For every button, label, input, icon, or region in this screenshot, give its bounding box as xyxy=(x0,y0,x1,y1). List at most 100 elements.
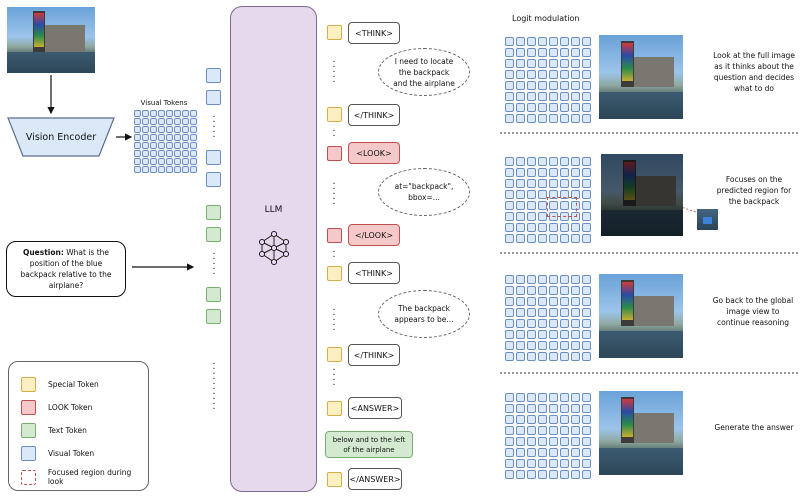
visual-token-cell xyxy=(571,297,580,306)
visual-token-cell xyxy=(560,157,569,166)
question-text: What is the position of the blue backpac… xyxy=(20,248,112,290)
step1-image xyxy=(599,35,683,119)
visual-token-cell xyxy=(134,110,141,117)
visual-token-cell xyxy=(538,212,547,221)
legend-text: Text Token xyxy=(21,423,87,438)
visual-token-cell xyxy=(571,275,580,284)
special-token xyxy=(327,266,342,281)
visual-token-cell xyxy=(505,92,514,101)
visual-token-cell xyxy=(560,415,569,424)
visual-token-cell xyxy=(560,308,569,317)
visual-token-cell xyxy=(166,158,173,165)
visual-token-cell xyxy=(538,470,547,479)
special-token xyxy=(327,25,342,40)
visual-token-cell xyxy=(549,157,558,166)
visual-token-cell xyxy=(582,179,591,188)
visual-token-cell xyxy=(549,426,558,435)
visual-token-cell xyxy=(182,134,189,141)
visual-token-cell xyxy=(582,212,591,221)
visual-token-cell xyxy=(538,70,547,79)
visual-token-cell xyxy=(582,157,591,166)
visual-token-cell xyxy=(560,179,569,188)
question-label: Question: xyxy=(22,248,64,257)
visual-token-cell xyxy=(549,341,558,350)
visual-token-cell xyxy=(538,308,547,317)
visual-token-cell xyxy=(505,48,514,57)
visual-token-cell xyxy=(571,448,580,457)
visual-token-cell xyxy=(571,190,580,199)
visual-token-cell xyxy=(538,201,547,210)
visual-token-cell xyxy=(190,134,197,141)
visual-token-cell xyxy=(582,286,591,295)
step4-description: Generate the answer xyxy=(714,423,794,432)
visual-token-cell xyxy=(582,234,591,243)
special-token xyxy=(327,347,342,362)
ellipsis: ····· xyxy=(332,179,336,210)
visual-token-cell xyxy=(190,110,197,117)
visual-token-cell xyxy=(527,234,536,243)
visual-token-cell xyxy=(560,70,569,79)
visual-token-cell xyxy=(182,158,189,165)
visual-token-cell xyxy=(516,415,525,424)
visual-token-cell xyxy=(549,286,558,295)
visual-token-cell xyxy=(582,81,591,90)
ellipsis: ····· xyxy=(332,57,336,88)
visual-token-cell xyxy=(505,319,514,328)
visual-token-cell xyxy=(166,134,173,141)
visual-token-cell xyxy=(158,158,165,165)
visual-token-cell xyxy=(134,126,141,133)
visual-token-cell xyxy=(516,201,525,210)
visual-token-cell xyxy=(549,48,558,57)
visual-token-cell xyxy=(516,212,525,221)
special-token xyxy=(327,107,342,122)
visual-token-cell xyxy=(538,286,547,295)
visual-token-cell xyxy=(174,134,181,141)
thought-bubble-2-text: at="backpack", bbox=... xyxy=(394,182,454,202)
visual-token-cell xyxy=(527,341,536,350)
visual-token-cell xyxy=(538,341,547,350)
visual-token-cell xyxy=(538,223,547,232)
visual-token-cell xyxy=(516,459,525,468)
step2-image xyxy=(601,154,683,236)
visual-token-cell xyxy=(505,330,514,339)
visual-token-cell xyxy=(538,81,547,90)
visual-token-cell xyxy=(582,404,591,413)
attention-grid-step2 xyxy=(505,157,591,243)
visual-token-cell xyxy=(560,103,569,112)
visual-token-cell xyxy=(158,134,165,141)
visual-token-cell xyxy=(527,415,536,424)
visual-token-cell xyxy=(560,168,569,177)
visual-token-cell xyxy=(538,319,547,328)
visual-token-cell xyxy=(527,179,536,188)
visual-token-cell xyxy=(166,126,173,133)
visual-token-cell xyxy=(516,470,525,479)
visual-token-cell xyxy=(142,142,149,149)
visual-token-cell xyxy=(549,352,558,361)
visual-token-cell xyxy=(174,158,181,165)
visual-token-cell xyxy=(516,330,525,339)
think-open-tag: <THINK> xyxy=(348,22,400,44)
visual-token-cell xyxy=(516,448,525,457)
thought-bubble-3: The backpack appears to be... xyxy=(378,290,470,338)
visual-token-cell xyxy=(582,470,591,479)
ellipsis: ···· xyxy=(332,365,336,391)
visual-token-cell xyxy=(582,448,591,457)
visual-token-cell xyxy=(560,275,569,284)
visual-token-cell xyxy=(158,126,165,133)
vision-encoder-label: Vision Encoder xyxy=(25,131,97,143)
visual-token-cell xyxy=(505,341,514,350)
visual-token-cell xyxy=(549,297,558,306)
visual-token-cell xyxy=(516,92,525,101)
visual-token-cell xyxy=(505,437,514,446)
visual-token-cell xyxy=(516,234,525,243)
visual-token-cell xyxy=(516,286,525,295)
visual-token-cell xyxy=(549,103,558,112)
ellipsis: ····· xyxy=(212,249,216,280)
visual-token-cell xyxy=(527,48,536,57)
right-panel-title: Logit modulation xyxy=(512,14,580,23)
visual-token-cell xyxy=(560,190,569,199)
vision-encoder-shape xyxy=(7,117,115,157)
visual-token-cell xyxy=(538,59,547,68)
visual-token-cell xyxy=(571,92,580,101)
